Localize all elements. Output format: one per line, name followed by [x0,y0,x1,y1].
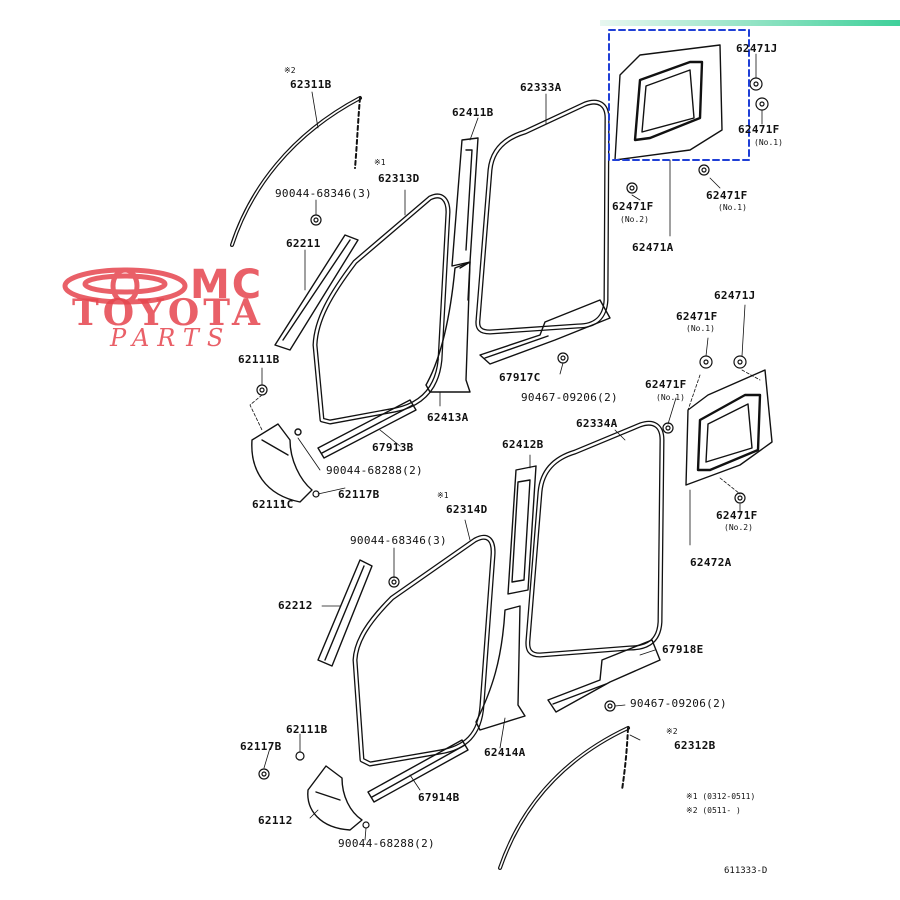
label-67917c: 67917C [499,371,541,384]
label-62472a: 62472A [690,556,732,569]
label-67918e: 67918E [662,643,704,656]
highlight-box [608,29,750,161]
mark-62312b: ※2 [666,727,678,736]
sub-62471f-top1: (No.1) [754,138,783,147]
label-62413a: 62413A [427,411,469,424]
front-pillar-garnish-upper [274,234,359,351]
label-62311b: 62311B [290,78,332,91]
sill-plate-upper [317,399,417,459]
label-90467-09206-top: 90467-09206(2) [521,391,618,404]
label-67913b: 67913B [372,441,414,454]
center-pillar-upper [451,137,479,301]
sub-62471f-mid3: (No.2) [724,523,753,532]
label-62111c: 62111C [252,498,294,511]
roof-weatherstrip-lower [498,726,630,870]
watermark-mc: MC [190,262,264,308]
footnote-1: ※1 (0312-0511) [686,792,756,801]
label-67914b: 67914B [418,791,460,804]
label-62412b: 62412B [502,438,544,451]
footnote-2: ※2 (0511- ) [686,806,741,815]
door-weatherstrip-lower [525,420,665,658]
label-62414a: 62414A [484,746,526,759]
door-weatherstrip-upper [475,99,610,335]
quarter-window-panel-upper [614,44,723,161]
label-62411b: 62411B [452,106,494,119]
sub-62471f-mid1: (No.1) [686,324,715,333]
label-62312b: 62312B [674,739,716,752]
mark-62314d: ※1 [437,491,449,500]
cowl-side-trim-lower [307,765,363,831]
cowl-side-trim-upper [251,423,313,503]
label-62314d: 62314D [446,503,488,516]
label-62117b-bot: 62117B [240,740,282,753]
reference-code: 611333-D [724,866,768,876]
label-62471a: 62471A [632,241,674,254]
leader-lines [249,53,763,841]
scuff-plate-lower [547,639,661,713]
accent-bar [600,20,900,26]
sub-62471f-top3: (No.2) [620,215,649,224]
label-90467-09206-bot: 90467-09206(2) [630,697,727,710]
label-62111b-top: 62111B [238,353,280,366]
label-62471j-top: 62471J [736,42,778,55]
label-62112: 62112 [258,814,293,827]
label-62111b-bot: 62111B [286,723,328,736]
watermark-toyota: TOYOTA [72,292,264,334]
label-90044-68288-top: 90044-68288(2) [326,464,423,477]
center-pillar-garnish-lower [507,465,537,595]
label-62471f-top1: 62471F [738,123,780,136]
mark-62313d: ※1 [374,158,386,167]
label-62313d: 62313D [378,172,420,185]
door-opening-trim-front-upper [312,193,451,425]
label-62211: 62211 [286,237,321,250]
watermark-parts: PARTS [110,324,232,352]
label-62471f-top3: 62471F [612,200,654,213]
label-62471f-mid1: 62471F [676,310,718,323]
label-90044-68346-bot: 90044-68346(3) [350,534,447,547]
door-opening-trim-front-lower [352,534,496,767]
sub-62471f-top2: (No.1) [718,203,747,212]
label-62117b-top: 62117B [338,488,380,501]
sub-62471f-mid2: (No.1) [656,393,685,402]
label-90044-68346-top: 90044-68346(3) [275,187,372,200]
label-62212: 62212 [278,599,313,612]
label-62334a: 62334A [576,417,618,430]
scuff-plate-upper [479,299,611,365]
sill-plate-lower [367,739,469,803]
label-62471f-mid3: 62471F [716,509,758,522]
front-pillar-garnish-lower [317,559,373,667]
mark-62311b: ※2 [284,66,296,75]
toyota-logo-icon [62,267,188,305]
center-pillar-lower-2 [475,605,526,731]
label-90044-68288-bot: 90044-68288(2) [338,837,435,850]
center-pillar-lower [425,261,471,393]
label-62333a: 62333A [520,81,562,94]
label-62471f-mid2: 62471F [645,378,687,391]
label-62471j-mid: 62471J [714,289,756,302]
watermark: MC TOYOTA PARTS [60,262,360,362]
quarter-window-panel-lower [685,369,773,486]
roof-weatherstrip-upper [230,96,362,247]
label-62471f-top2: 62471F [706,189,748,202]
